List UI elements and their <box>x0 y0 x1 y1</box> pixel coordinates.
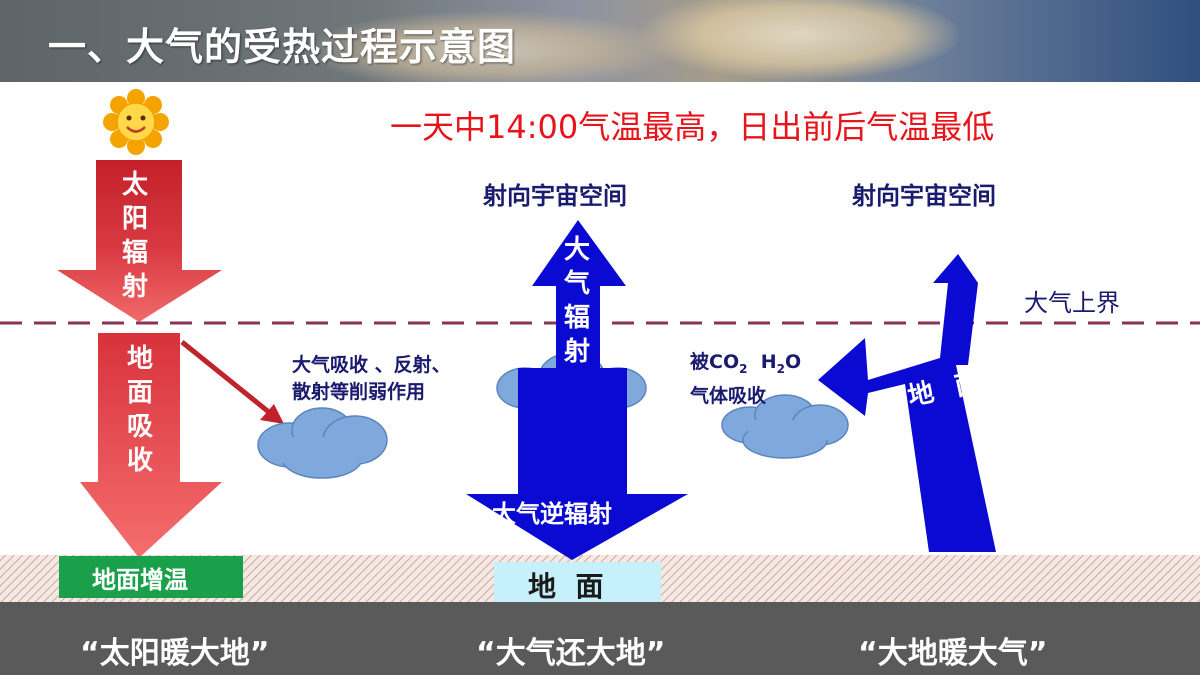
atmosphere-top-label: 大气上界 <box>1024 289 1120 317</box>
motto-middle: “大气还大地” <box>476 636 666 671</box>
title-banner: 一、大气的受热过程示意图 <box>0 0 1200 82</box>
middle-to-space-label: 射向宇宙空间 <box>483 182 627 210</box>
ground-warming-box <box>59 556 243 598</box>
weakening-note: 大气吸收 、反射、 散射等削弱作用 <box>292 352 451 406</box>
counter-radiation-label: 大气逆辐射 <box>492 500 612 528</box>
ground-warming-label: 地面增温 <box>92 566 188 594</box>
headline-text: 一天中14:00气温最高，日出前后气温最低 <box>390 108 995 146</box>
ground-label: 地 面 <box>528 570 604 603</box>
motto-right: “大地暖大气” <box>858 636 1048 671</box>
sky-cloud-decoration <box>640 0 960 80</box>
sky-cloud-decoration <box>300 10 680 82</box>
ground-label-box <box>494 562 661 602</box>
sun-icon <box>103 89 169 155</box>
cloud-fill <box>280 437 365 463</box>
summary-bar <box>0 602 1200 675</box>
gas-absorption-note: 被CO2 H2O 气体吸收 <box>690 349 801 410</box>
ground-radiation-arrow <box>818 254 996 552</box>
solar-radiation-label: 太阳辐射 <box>121 170 148 302</box>
atmospheric-radiation-arrow <box>532 220 626 368</box>
cloud-fill <box>748 420 828 440</box>
heating-process-diagram <box>0 89 1200 602</box>
solar-radiation-arrow <box>57 160 222 322</box>
weakening-note-line2: 散射等削弱作用 <box>292 381 426 403</box>
ground-absorption-arrow <box>80 333 222 558</box>
ground-absorption-label: 地面吸收 <box>126 344 153 476</box>
gas-absorption-line1: 被CO2 H2O <box>690 351 802 376</box>
counter-radiation-arrow <box>466 368 688 560</box>
atmospheric-radiation-label: 大气辐射 <box>563 235 590 367</box>
right-to-space-label: 射向宇宙空间 <box>852 182 996 210</box>
weakening-arrowhead <box>260 404 284 424</box>
weakening-arrow <box>180 340 272 415</box>
page-title: 一、大气的受热过程示意图 <box>48 25 517 69</box>
gas-absorption-line2: 气体吸收 <box>690 384 767 407</box>
weakening-note-line1: 大气吸收 、反射、 <box>292 354 451 376</box>
motto-left: “太阳暖大地” <box>80 636 270 671</box>
